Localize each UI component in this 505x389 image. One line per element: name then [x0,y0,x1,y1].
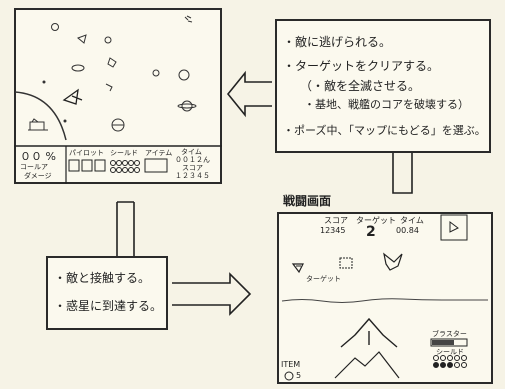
core-percent: ００ % [20,150,56,163]
pilot-label: パイロット [69,149,104,157]
battle-score-value: 12345 [320,226,346,235]
note-line-3: （・敵を全滅させる。 [300,79,421,93]
score-value: １２３４５ [175,172,210,180]
core-label: コールア [20,163,48,171]
score-label: スコア [182,164,203,172]
battle-target-value: 2 [366,224,376,240]
trigger-line-2: ・惑星に到達する。 [54,299,163,313]
trigger-line-1: ・敵と接触する。 [54,271,151,285]
battle-screen-title: 戦闘画面 [283,194,332,208]
note-line-4: ・基地、戦艦のコアを破壊する） [304,98,469,111]
blaster-label: ブラスター [432,330,467,338]
battle-shield-label: シールド [436,348,464,356]
note-line-5: ・ポーズ中、「マップにもどる」を選ぶ。 [283,124,486,137]
time-label: タイム [181,148,202,156]
target-marker-label: ターゲット [306,275,341,283]
battle-screen-frame [277,212,493,384]
map-screen-frame [14,8,222,184]
item-label: アイテム [145,149,173,157]
shield-label: シールド [110,149,138,157]
note-line-1: ・敵に逃げられる。 [283,35,392,49]
battle-score-label: スコア [324,216,348,225]
exit-conditions-note [275,19,491,153]
battle-time-label: タイム [400,216,424,225]
time-value: ００１２ん [175,156,210,164]
item-label-battle: ITEM [281,360,301,369]
damage-label: ダメージ [24,172,52,180]
note-line-2: ・ターゲットをクリアする。 [283,59,440,73]
battle-trigger-note [46,256,168,330]
battle-target-label: ターゲット [356,216,396,225]
battle-time-value: 00.84 [396,226,419,235]
item-count: 5 [296,371,302,380]
